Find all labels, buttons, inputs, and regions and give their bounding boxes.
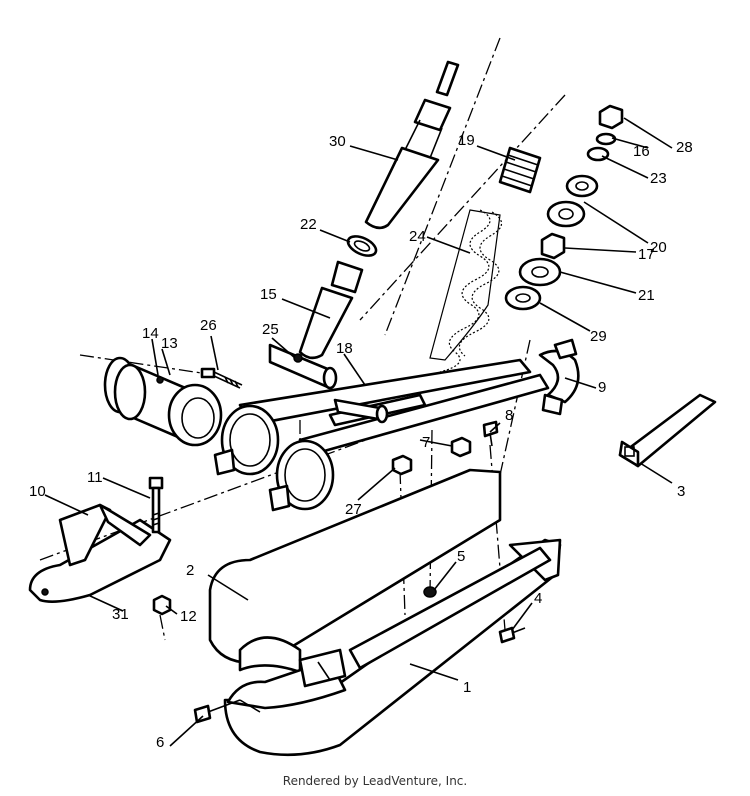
callout-9: 9 bbox=[598, 379, 606, 396]
upper-hardware-stack bbox=[504, 104, 624, 311]
part-19-spring-cap bbox=[498, 146, 542, 194]
callout-5: 5 bbox=[457, 548, 465, 565]
callout-24: 24 bbox=[409, 228, 426, 245]
callout-22: 22 bbox=[300, 216, 317, 233]
callout-2: 2 bbox=[186, 562, 194, 579]
callout-25: 25 bbox=[262, 321, 279, 338]
callout-16: 16 bbox=[633, 143, 650, 160]
part-10-bracket bbox=[28, 503, 172, 603]
callout-17: 17 bbox=[638, 246, 655, 263]
part-26-long-bolt bbox=[200, 367, 243, 389]
callout-1: 1 bbox=[463, 679, 471, 696]
part-25-eye-bushing bbox=[268, 343, 338, 390]
callout-20: 20 bbox=[650, 239, 667, 256]
callout-12: 12 bbox=[180, 608, 197, 625]
callout-13: 13 bbox=[161, 335, 178, 352]
part-1-lower-rail bbox=[223, 538, 562, 757]
callout-4: 4 bbox=[534, 590, 542, 607]
rendered-by-footer: Rendered by LeadVenture, Inc. bbox=[282, 774, 468, 788]
part-12-nut bbox=[152, 594, 172, 616]
callout-28: 28 bbox=[676, 139, 693, 156]
callout-26: 26 bbox=[200, 317, 217, 334]
callout-27: 27 bbox=[345, 501, 362, 518]
small-hardware bbox=[193, 420, 526, 724]
part-18-cross-shaft bbox=[333, 398, 389, 424]
part-30-shock-upper bbox=[364, 60, 460, 230]
callout-30: 30 bbox=[329, 133, 346, 150]
callout-18: 18 bbox=[336, 340, 353, 357]
callout-10: 10 bbox=[29, 483, 46, 500]
callout-19: 19 bbox=[458, 132, 475, 149]
callout-labels: 1 2 3 4 5 6 7 8 9 10 11 12 13 14 15 16 1… bbox=[29, 132, 693, 751]
callout-8: 8 bbox=[505, 407, 513, 424]
part-3-square-tube bbox=[618, 393, 717, 468]
callout-7: 7 bbox=[422, 434, 430, 451]
clamp-rings bbox=[213, 404, 335, 512]
part-22-washer bbox=[346, 235, 378, 257]
callout-6: 6 bbox=[156, 734, 164, 751]
callout-14: 14 bbox=[142, 325, 159, 342]
part-13-pivot-bushing bbox=[103, 356, 223, 447]
callout-15: 15 bbox=[260, 286, 277, 303]
callout-31: 31 bbox=[112, 606, 129, 623]
part-15-shock-lower bbox=[298, 260, 364, 360]
callout-11: 11 bbox=[87, 469, 103, 486]
callout-23: 23 bbox=[650, 170, 667, 187]
part-11-bolt bbox=[148, 476, 164, 534]
callout-21: 21 bbox=[638, 287, 655, 304]
part-2-side-plate bbox=[208, 468, 502, 674]
part-24-spring bbox=[429, 209, 503, 373]
callout-3: 3 bbox=[677, 483, 685, 500]
callout-29: 29 bbox=[590, 328, 607, 345]
leader-lines bbox=[44, 117, 673, 747]
